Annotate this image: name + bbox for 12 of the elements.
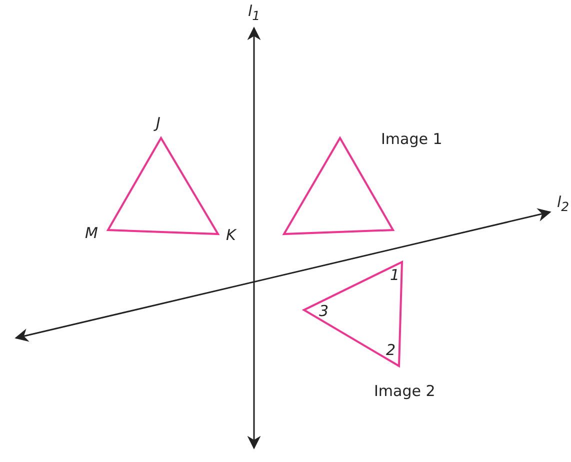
angle-number: 3 — [319, 304, 329, 319]
triangle — [302, 260, 404, 368]
triangle — [106, 136, 220, 236]
image-label: Image 2 — [374, 384, 436, 399]
vertex-label: J — [156, 116, 160, 131]
angle-number: 1 — [390, 268, 400, 283]
vertex-label: K — [226, 228, 236, 243]
line-label: l$_{2}$ — [557, 195, 570, 214]
image-label: Image 1 — [381, 132, 442, 147]
angle-number: 2 — [386, 343, 396, 358]
vertex-label: M — [85, 226, 98, 241]
line-label: l$_{1}$ — [248, 4, 260, 22]
